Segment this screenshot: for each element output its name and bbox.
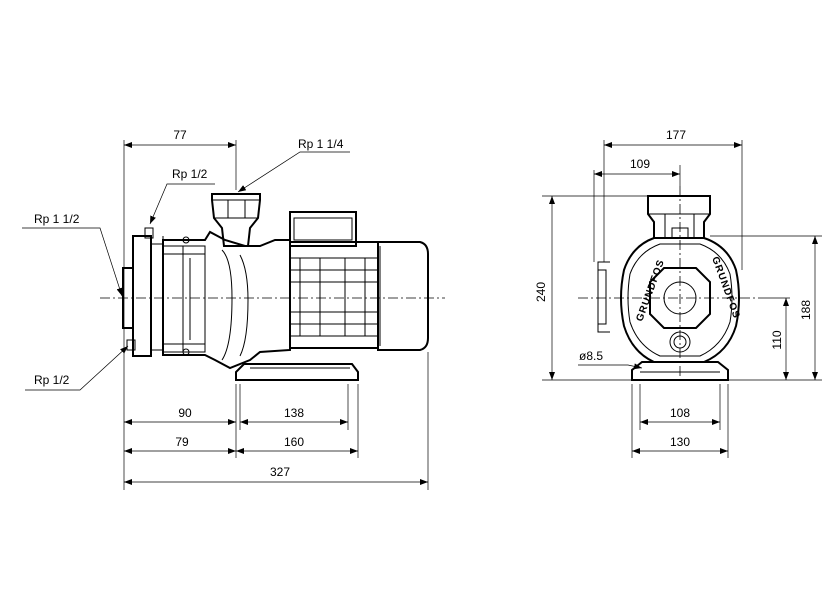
front-view: GRUNDFOS GRUNDFOS 177 [534,128,822,458]
dim-text-177: 177 [666,128,686,142]
dim-text-110: 110 [770,330,784,349]
leader-rp-1-1-2 [22,227,123,297]
leader-rp-1-2-bottom [25,345,129,391]
leader-hole [578,363,643,370]
outlet-spigot [211,193,261,247]
dim-text-138: 138 [284,406,304,420]
dim-text-240: 240 [534,282,548,302]
leader-rp-1-2-top [149,183,215,225]
label-rp-1-2-bottom: Rp 1/2 [34,373,70,387]
label-rp-1-1-2: Rp 1 1/2 [34,212,80,226]
front-outlet [647,195,711,239]
dim-text-77: 77 [173,128,187,142]
dim-text-108: 108 [670,406,690,420]
dim-text-327: 327 [270,465,290,479]
leader-rp-1-1-4 [237,151,350,193]
dim-text-hole: ø8.5 [579,349,603,363]
pump-foot [235,363,359,381]
front-extension-lines [542,140,822,458]
side-view: 77 Rp 1 1/4 Rp 1/2 Rp 1 1/2 Rp 1/2 90 13… [22,128,445,490]
pump-housing [162,230,291,370]
dim-text-130: 130 [670,435,690,449]
label-rp-1-2-top: Rp 1/2 [172,167,208,181]
dim-text-109: 109 [630,157,650,171]
label-rp-1-1-4: Rp 1 1/4 [298,137,344,151]
dim-text-90: 90 [178,406,192,420]
inlet-flange [122,227,164,357]
motor [289,211,429,351]
dim-text-79: 79 [175,435,189,449]
motor-behind [597,261,610,333]
side-extension-lines [123,140,429,490]
dim-text-188: 188 [799,300,813,320]
dim-text-160: 160 [284,435,304,449]
